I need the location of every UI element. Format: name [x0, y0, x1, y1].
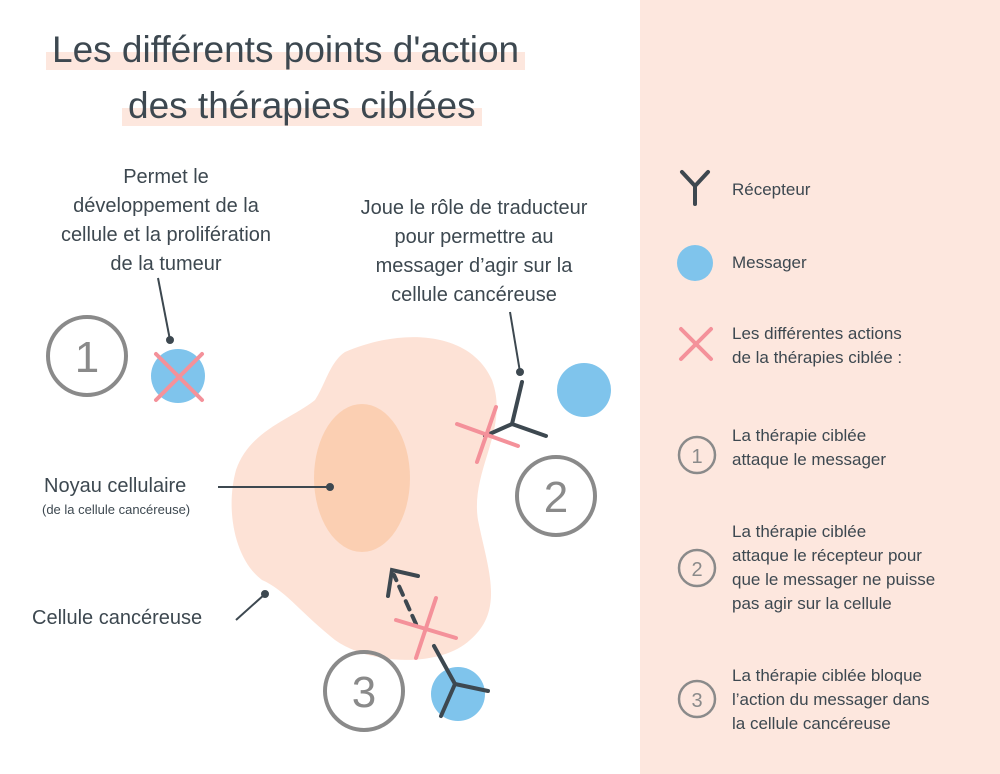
- legend-receptor-label: Récepteur: [732, 180, 811, 199]
- nucleus-label: Noyau cellulaire: [44, 475, 187, 497]
- legend-action-3-text: La thérapie ciblée bloque l’action du me…: [732, 666, 930, 733]
- legend-action-2-text: La thérapie ciblée attaque le récepteur …: [732, 522, 936, 613]
- leader-dot-nucleus: [326, 483, 334, 491]
- legend-action-1-text: La thérapie ciblée attaque le messager: [732, 426, 887, 469]
- legend-messenger-label: Messager: [732, 253, 807, 272]
- cell-nucleus: [314, 404, 410, 552]
- legend-marker-3-circle: [677, 679, 717, 719]
- marker-1-number: 1: [75, 333, 99, 382]
- messenger-role-text: Permet le développement de la cellule et…: [60, 166, 272, 275]
- legend-panel: [640, 0, 1000, 774]
- cross-icon: [154, 352, 204, 402]
- receptor-role-text: Joue le rôle de traducteur pour permettr…: [360, 197, 588, 306]
- marker-3-circle: [323, 650, 405, 732]
- cell-label: Cellule cancéreuse: [32, 607, 203, 629]
- cross-icon: [394, 596, 458, 660]
- leader-dot-messenger: [166, 336, 174, 344]
- leader-dot-cell: [261, 590, 269, 598]
- legend-marker-2-circle: [677, 548, 717, 588]
- legend-marker-1-number: 1: [691, 446, 702, 468]
- receptor-icon: [432, 644, 490, 718]
- messenger-icon: [677, 245, 713, 281]
- title-line-1: Les différents points d'action: [46, 28, 526, 72]
- legend-marker-2-number: 2: [691, 559, 702, 581]
- receptor-icon: [680, 170, 710, 206]
- cross-icon: [679, 327, 713, 361]
- leader-dot-receptor: [516, 368, 524, 376]
- marker-2-number: 2: [544, 473, 568, 522]
- leader-line-cell: [235, 593, 266, 621]
- marker-2-circle: [515, 455, 597, 537]
- cross-icon: [455, 405, 520, 464]
- marker-1-circle: [46, 315, 128, 397]
- title-line-2: des thérapies ciblées: [122, 84, 482, 128]
- legend-actions-label: Les différentes actions de la thérapies …: [732, 324, 903, 367]
- marker-3-number: 3: [352, 668, 376, 717]
- title-text-2: des thérapies ciblées: [128, 85, 476, 126]
- nucleus-sublabel: (de la cellule cancéreuse): [42, 502, 191, 517]
- messenger-2: [557, 363, 611, 417]
- legend-marker-1-circle: [677, 435, 717, 475]
- blocked-signal-arrow: [386, 567, 420, 626]
- leader-line-messenger: [157, 277, 171, 341]
- leader-line-receptor: [509, 311, 521, 373]
- messenger-3: [431, 667, 485, 721]
- leader-lines: [157, 277, 524, 621]
- legend-marker-3-number: 3: [691, 690, 702, 712]
- title-text-1: Les différents points d'action: [52, 29, 520, 70]
